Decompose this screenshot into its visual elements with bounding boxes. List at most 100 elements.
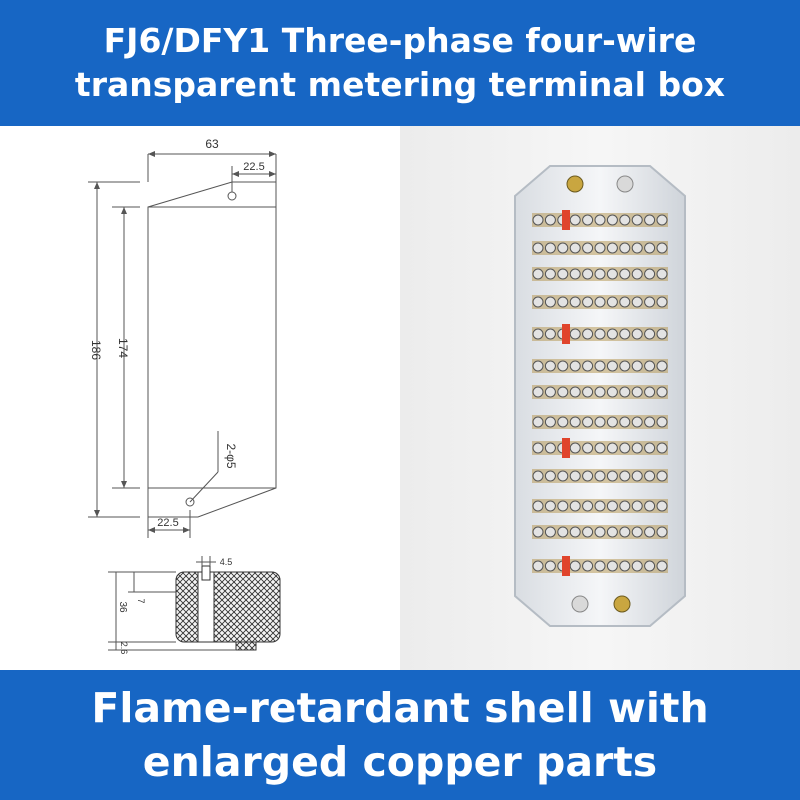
terminal-screw-icon <box>569 296 581 308</box>
top-screw-icon <box>566 175 584 193</box>
terminal-screw-icon <box>619 268 631 280</box>
dim-slot-depth-label: 7 <box>136 598 146 603</box>
terminal-screw-icon <box>656 296 668 308</box>
terminal-screw-icon <box>582 386 594 398</box>
terminal-screw-icon <box>631 416 643 428</box>
terminal-screw-icon <box>606 470 618 482</box>
bottom-screw-icon <box>571 595 589 613</box>
terminal-screw-icon <box>594 500 606 512</box>
top-hole <box>227 191 237 201</box>
terminal-screw-icon <box>656 500 668 512</box>
dim-bottom-offset-label: 22.5 <box>157 517 178 529</box>
red-link-icon <box>562 556 570 576</box>
terminal-screw-icon <box>656 214 668 226</box>
terminal-screw-icon <box>594 328 606 340</box>
terminal-screw-icon <box>644 268 656 280</box>
terminal-screw-icon <box>606 386 618 398</box>
terminal-screw-icon <box>606 268 618 280</box>
terminal-screw-icon <box>582 268 594 280</box>
terminal-screw-icon <box>644 214 656 226</box>
terminal-screw-icon <box>544 442 556 454</box>
terminal-screw-icon <box>619 328 631 340</box>
terminal-screw-icon <box>619 296 631 308</box>
terminal-screw-icon <box>656 560 668 572</box>
terminal-screw-icon <box>631 526 643 538</box>
terminal-screw-icon <box>582 470 594 482</box>
terminal-screw-icon <box>644 416 656 428</box>
terminal-screw-icon <box>569 416 581 428</box>
terminal-screw-icon <box>557 470 569 482</box>
terminal-screw-icon <box>619 416 631 428</box>
dim-hole-label: 2-φ5 <box>224 443 238 468</box>
terminal-screw-icon <box>569 500 581 512</box>
terminal-screw-icon <box>544 526 556 538</box>
terminal-screw-icon <box>532 386 544 398</box>
feature-banner: Flame-retardant shell with enlarged copp… <box>0 670 800 800</box>
terminal-screw-icon <box>532 268 544 280</box>
terminal-screw-icon <box>544 386 556 398</box>
terminal-screw-icon <box>582 328 594 340</box>
terminal-screw-icon <box>594 242 606 254</box>
terminal-screw-icon <box>644 470 656 482</box>
title-line-2: transparent metering terminal box <box>74 65 726 104</box>
terminal-screw-icon <box>544 560 556 572</box>
terminal-screw-icon <box>606 526 618 538</box>
terminal-screw-icon <box>594 268 606 280</box>
terminal-screw-icon <box>606 214 618 226</box>
dim-outer-height-label: 186 <box>89 340 103 360</box>
terminal-screw-icon <box>656 328 668 340</box>
terminal-screw-icon <box>631 500 643 512</box>
terminal-screw-icon <box>582 214 594 226</box>
terminal-screw-icon <box>582 360 594 372</box>
terminal-screw-icon <box>656 360 668 372</box>
terminal-screw-icon <box>644 360 656 372</box>
terminal-screw-icon <box>582 416 594 428</box>
terminal-screw-icon <box>557 296 569 308</box>
terminal-screw-icon <box>619 360 631 372</box>
terminal-screw-icon <box>569 214 581 226</box>
terminal-screw-icon <box>544 500 556 512</box>
top-screw-2-icon <box>616 175 634 193</box>
terminal-screw-icon <box>644 526 656 538</box>
terminal-screw-icon <box>557 386 569 398</box>
drawing-svg: 63 22.5 186 174 2-φ5 22.5 <box>88 137 281 654</box>
terminal-screw-icon <box>557 526 569 538</box>
terminal-screw-icon <box>644 500 656 512</box>
terminal-screw-icon <box>544 360 556 372</box>
terminal-screw-icon <box>631 442 643 454</box>
bottom-screw-2-icon <box>613 595 631 613</box>
terminal-screw-icon <box>619 470 631 482</box>
terminal-screw-icon <box>631 360 643 372</box>
terminal-screw-icon <box>631 214 643 226</box>
terminal-screw-icon <box>569 442 581 454</box>
terminal-box-photo-icon <box>514 165 686 627</box>
terminal-screw-icon <box>631 386 643 398</box>
terminal-screw-icon <box>532 214 544 226</box>
terminal-rows <box>532 210 668 576</box>
dim-inner-height-label: 174 <box>116 338 130 358</box>
terminal-screw-icon <box>606 242 618 254</box>
terminal-screw-icon <box>569 242 581 254</box>
terminal-screw-icon <box>656 470 668 482</box>
terminal-screw-icon <box>619 242 631 254</box>
terminal-screw-icon <box>582 442 594 454</box>
terminal-screw-icon <box>631 470 643 482</box>
terminal-screw-icon <box>656 442 668 454</box>
terminal-screw-icon <box>532 560 544 572</box>
terminal-screw-icon <box>594 442 606 454</box>
terminal-screw-icon <box>606 416 618 428</box>
terminal-screw-icon <box>532 526 544 538</box>
terminal-screw-icon <box>569 560 581 572</box>
front-view-outline <box>147 181 277 518</box>
terminal-screw-icon <box>656 268 668 280</box>
side-section-view <box>175 565 281 651</box>
terminal-screw-icon <box>631 296 643 308</box>
terminal-screw-icon <box>606 328 618 340</box>
terminal-screw-icon <box>619 214 631 226</box>
bottom-hole <box>185 497 195 507</box>
terminal-screw-icon <box>644 560 656 572</box>
terminal-screw-icon <box>594 560 606 572</box>
terminal-screw-icon <box>631 242 643 254</box>
terminal-screw-icon <box>582 500 594 512</box>
feature-line-2: enlarged copper parts <box>142 738 658 786</box>
